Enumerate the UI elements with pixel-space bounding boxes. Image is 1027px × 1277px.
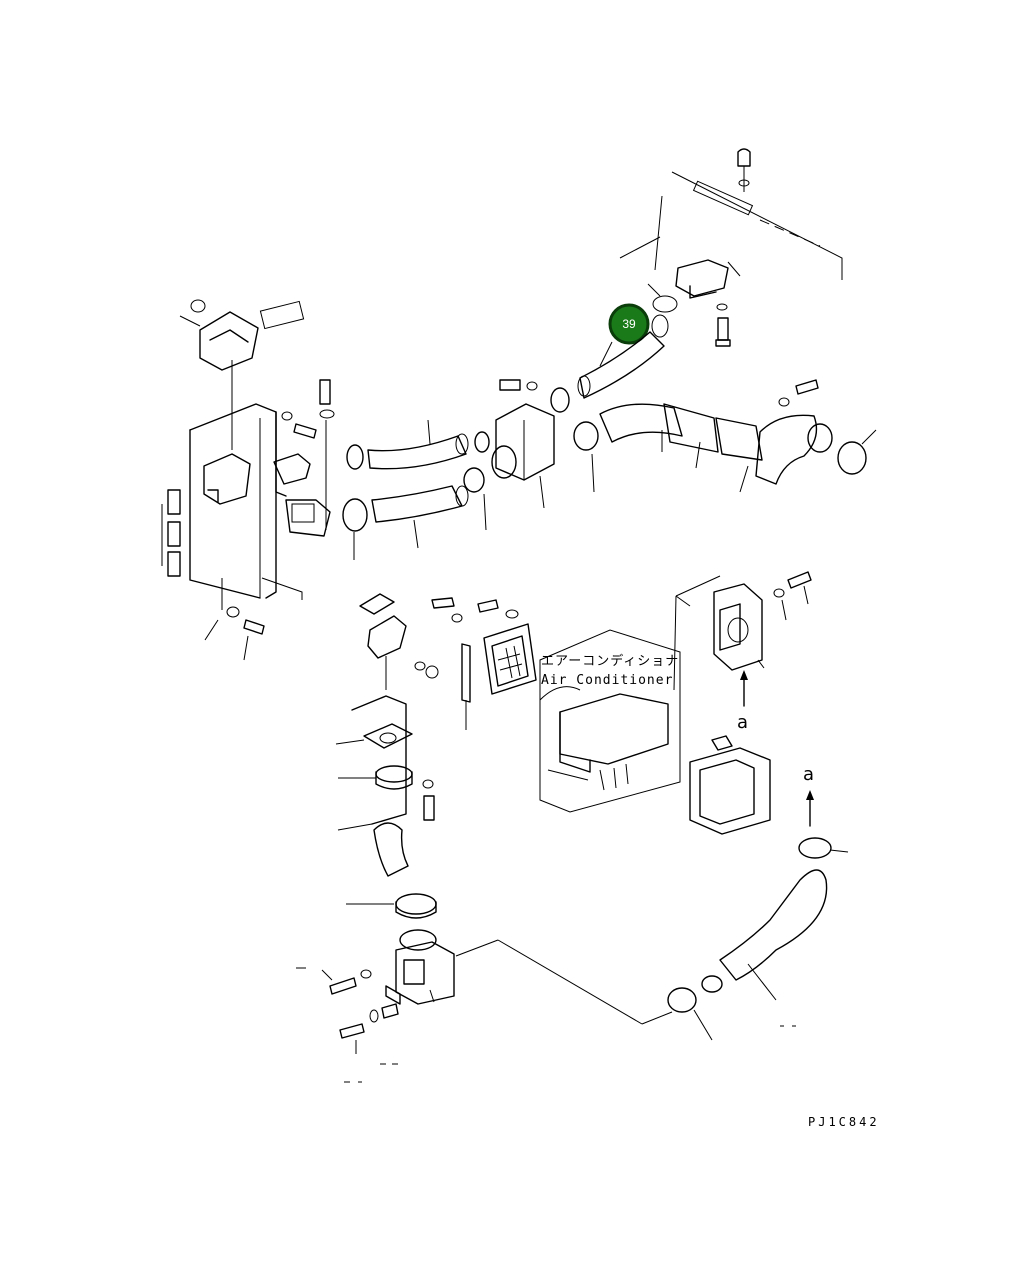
bottom-junction-box bbox=[296, 929, 643, 1083]
lower-left-duct bbox=[335, 593, 439, 919]
label-english: Air Conditioner bbox=[541, 673, 673, 688]
left-vent bbox=[273, 379, 335, 537]
lower-duct-run bbox=[342, 453, 595, 560]
left-top-bracket bbox=[179, 299, 305, 450]
arrow-label-a-lower: a bbox=[803, 764, 814, 785]
callout-number: 39 bbox=[622, 317, 636, 331]
right-duct-adapter bbox=[673, 571, 812, 707]
callout-39[interactable]: 39 bbox=[608, 303, 650, 345]
filter-plate bbox=[431, 597, 537, 730]
label-japanese: エアーコンディショナ bbox=[541, 653, 679, 669]
arrow-a-lower bbox=[806, 790, 814, 827]
upper-hose bbox=[577, 314, 669, 399]
upper-duct-run bbox=[346, 379, 877, 493]
drawing-code: PJ1C842 bbox=[808, 1115, 880, 1129]
roof-panel bbox=[619, 148, 843, 347]
lower-right-hose bbox=[641, 837, 849, 1041]
air-conditioner-unit bbox=[539, 629, 681, 813]
arrow-label-a-upper: a bbox=[737, 712, 748, 733]
louver-box bbox=[689, 735, 771, 835]
